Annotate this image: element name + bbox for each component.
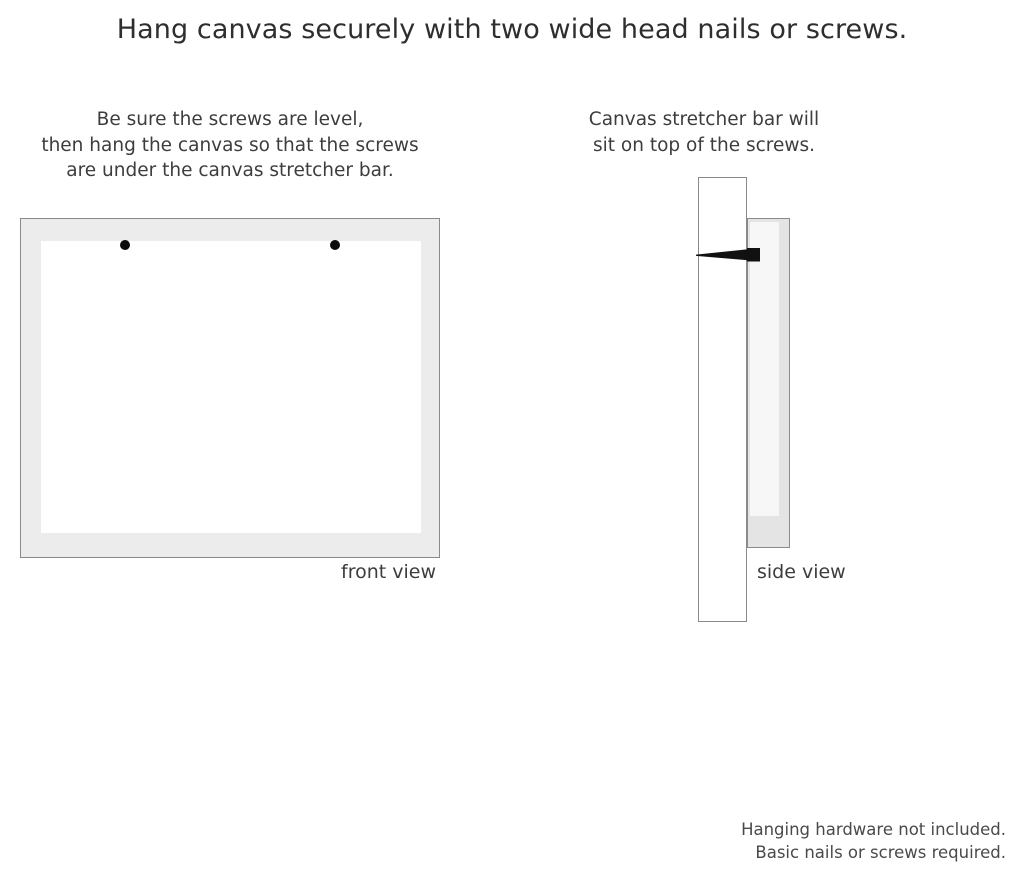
footer-line-2: Basic nails or screws required. xyxy=(755,843,1006,862)
side-view-caption-line-2: sit on top of the screws. xyxy=(592,134,816,156)
side-view-label: side view xyxy=(757,561,846,583)
front-view-left-screw-icon xyxy=(120,240,130,250)
side-view-stretcher-bar-inset xyxy=(750,222,779,516)
front-view-caption: Be sure the screws are level, then hang … xyxy=(20,107,440,184)
front-view-canvas-frame xyxy=(20,218,440,558)
front-view-caption-line-3: are under the canvas stretcher bar. xyxy=(66,160,394,181)
front-view-caption-line-2: then hang the canvas so that the screws xyxy=(41,134,419,156)
side-view-stretcher-bar xyxy=(747,218,790,548)
front-view-right-screw-icon xyxy=(330,240,340,250)
front-view-caption-line-1: Be sure the screws are level, xyxy=(96,109,364,130)
footer-line-1: Hanging hardware not included. xyxy=(741,820,1006,839)
front-view-canvas-face xyxy=(41,241,421,533)
footer-note: Hanging hardware not included. Basic nai… xyxy=(586,818,1006,864)
side-view-caption: Canvas stretcher bar will sit on top of … xyxy=(585,107,823,158)
front-view-label: front view xyxy=(341,561,436,583)
side-view-caption-line-1: Canvas stretcher bar will xyxy=(588,109,820,130)
nail-icon xyxy=(696,243,762,267)
page-title: Hang canvas securely with two wide head … xyxy=(116,14,908,45)
